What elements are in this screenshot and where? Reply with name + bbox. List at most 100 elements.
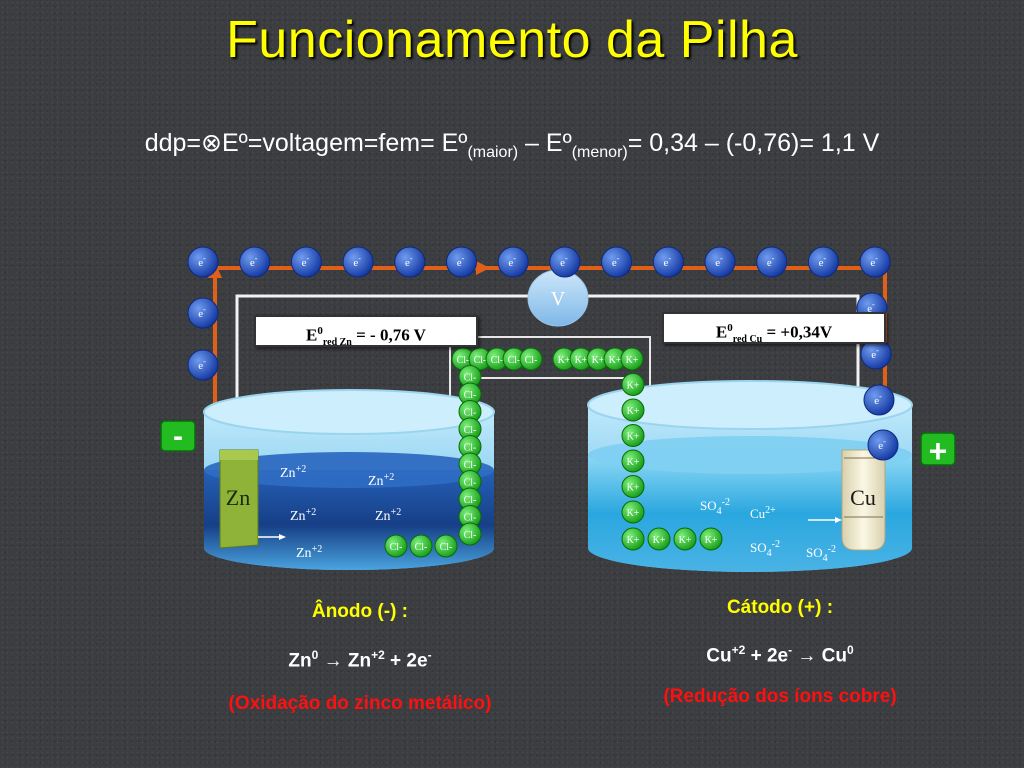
minus-sign: - xyxy=(173,420,183,453)
chloride-ion-label: Cl- xyxy=(491,355,504,366)
sulfate-ion: SO4-2 xyxy=(806,544,836,564)
zinc-ion: Zn+2 xyxy=(296,544,322,561)
zinc-ion: Zn+2 xyxy=(290,507,316,524)
electron: e- xyxy=(652,246,684,278)
electron: e- xyxy=(239,246,271,278)
electron-label: e- xyxy=(874,392,882,407)
electron: e- xyxy=(807,246,839,278)
electron: e- xyxy=(860,338,892,370)
potassium-ion-label: K+ xyxy=(626,355,639,366)
electron: e- xyxy=(187,297,219,329)
electron-label: e- xyxy=(612,254,620,269)
electron: e- xyxy=(187,246,219,278)
potassium-ion-label: K+ xyxy=(653,535,666,546)
plus-badge xyxy=(920,432,956,466)
potassium-ion: K+ xyxy=(620,347,644,371)
copper-side-ions: SO4-2 Cu2+ SO4-2 SO4-2 xyxy=(700,497,836,564)
chloride-ion-label: Cl- xyxy=(464,530,477,541)
chloride-ion-label: Cl- xyxy=(464,408,477,419)
minus-badge xyxy=(160,420,196,452)
chloride-ion-label: Cl- xyxy=(464,460,477,471)
potassium-ion: K+ xyxy=(621,449,645,473)
potassium-ion: K+ xyxy=(621,373,645,396)
arrow-right-icon: → xyxy=(797,645,817,667)
sulfate-ion: SO4-2 xyxy=(700,497,730,517)
potassium-ion: K+ xyxy=(673,527,697,551)
voltmeter-label: V xyxy=(551,288,566,310)
zinc-ion: Zn+2 xyxy=(368,472,394,489)
formula-sub-maior: (maior) xyxy=(467,144,519,161)
electron: e- xyxy=(290,246,322,278)
chloride-ion: Cl- xyxy=(458,382,482,406)
copper-reduction-potential: E0red Cu = +0,34V xyxy=(662,312,886,345)
anode-equation: Zn0 → Zn+2 + 2e- xyxy=(288,648,432,672)
zinc-ions: Zn+2 Zn+2 Zn+2 Zn+2 Zn+2 xyxy=(280,464,401,561)
electron: e- xyxy=(601,246,633,278)
copper-ion: Cu2+ xyxy=(750,505,776,521)
potassium-ion-label: K+ xyxy=(627,432,640,443)
chloride-ion: Cl- xyxy=(519,347,543,371)
chloride-ion-label: Cl- xyxy=(390,542,403,553)
zinc-electrode xyxy=(219,449,259,549)
potassium-ion-label: K+ xyxy=(627,457,640,468)
salt-bridge-ions: Cl-Cl-Cl-Cl-Cl-K+K+K+K+K+Cl-Cl-Cl-Cl-Cl-… xyxy=(384,347,723,558)
potassium-ion: K+ xyxy=(621,475,645,498)
electron: e- xyxy=(756,246,788,278)
otimes-symbol: ⊗ xyxy=(201,129,222,157)
formula-part1: ddp= xyxy=(144,129,201,157)
potassium-ion-label: K+ xyxy=(609,355,622,366)
electron: e- xyxy=(187,349,219,381)
potassium-ion: K+ xyxy=(621,527,645,551)
electron-label: e- xyxy=(198,305,206,320)
chloride-ion-label: Cl- xyxy=(474,355,487,366)
chloride-ion-label: Cl- xyxy=(464,443,477,454)
copper-electrode-label: Cu xyxy=(850,485,876,510)
chloride-ion: Cl- xyxy=(458,522,482,546)
chloride-ion-label: Cl- xyxy=(464,513,477,524)
anode-note: (Oxidação do zinco metálico) xyxy=(228,693,492,714)
chloride-ion-label: Cl- xyxy=(508,355,521,366)
chloride-ion-label: Cl- xyxy=(464,425,477,436)
electron-label: e- xyxy=(767,254,775,269)
ddp-formula: ddp=⊗Eº=voltagem=fem= Eº(maior) – Eº(men… xyxy=(0,128,1024,162)
electron: e- xyxy=(704,246,736,278)
electron-label: e- xyxy=(302,254,310,269)
electron-flow: e-e-e-e-e-e-e-e-e-e-e-e-e-e-e-e-e-e-e-e- xyxy=(187,246,899,461)
electron-label: e- xyxy=(250,254,258,269)
chloride-ion-label: Cl- xyxy=(464,390,477,401)
cathode-equation: Cu+2 + 2e- → Cu0 xyxy=(706,643,854,667)
potassium-ion-label: K+ xyxy=(558,355,571,366)
anode-heading: Ânodo (-) : xyxy=(311,601,408,622)
potassium-ion: K+ xyxy=(699,527,723,551)
formula-part4: = 0,34 – (-0,76)= 1,1 V xyxy=(627,129,880,157)
electron: e- xyxy=(863,384,895,416)
potassium-ion-label: K+ xyxy=(679,535,692,546)
electron-label: e- xyxy=(457,254,465,269)
formula-part3: – Eº xyxy=(518,129,572,157)
zinc-ion: Zn+2 xyxy=(375,507,401,524)
potassium-ion-label: K+ xyxy=(627,406,640,417)
electron-label: e- xyxy=(878,437,886,452)
potassium-ion-label: K+ xyxy=(627,483,640,494)
electron: e- xyxy=(394,246,426,278)
chloride-ion: Cl- xyxy=(458,470,482,493)
chloride-ion-label: Cl- xyxy=(415,542,428,553)
electron-label: e- xyxy=(819,254,827,269)
chloride-ion-label: Cl- xyxy=(464,495,477,506)
cathode-note: (Redução dos íons cobre) xyxy=(663,686,897,707)
chloride-ion-label: Cl- xyxy=(440,542,453,553)
electron: e- xyxy=(497,246,529,278)
potassium-ion-label: K+ xyxy=(627,381,640,392)
electron-label: e- xyxy=(715,254,723,269)
electron-label: e- xyxy=(198,357,206,372)
potassium-ion: K+ xyxy=(621,398,645,422)
page-title: Funcionamento da Pilha xyxy=(226,11,798,69)
arrow-right-icon: → xyxy=(323,650,343,672)
electron-label: e- xyxy=(664,254,672,269)
electron-label: e- xyxy=(870,254,878,269)
electron-label: e- xyxy=(405,254,413,269)
electron: e- xyxy=(859,246,891,278)
electron: e- xyxy=(446,246,477,278)
chloride-ion-label: Cl- xyxy=(464,373,477,384)
